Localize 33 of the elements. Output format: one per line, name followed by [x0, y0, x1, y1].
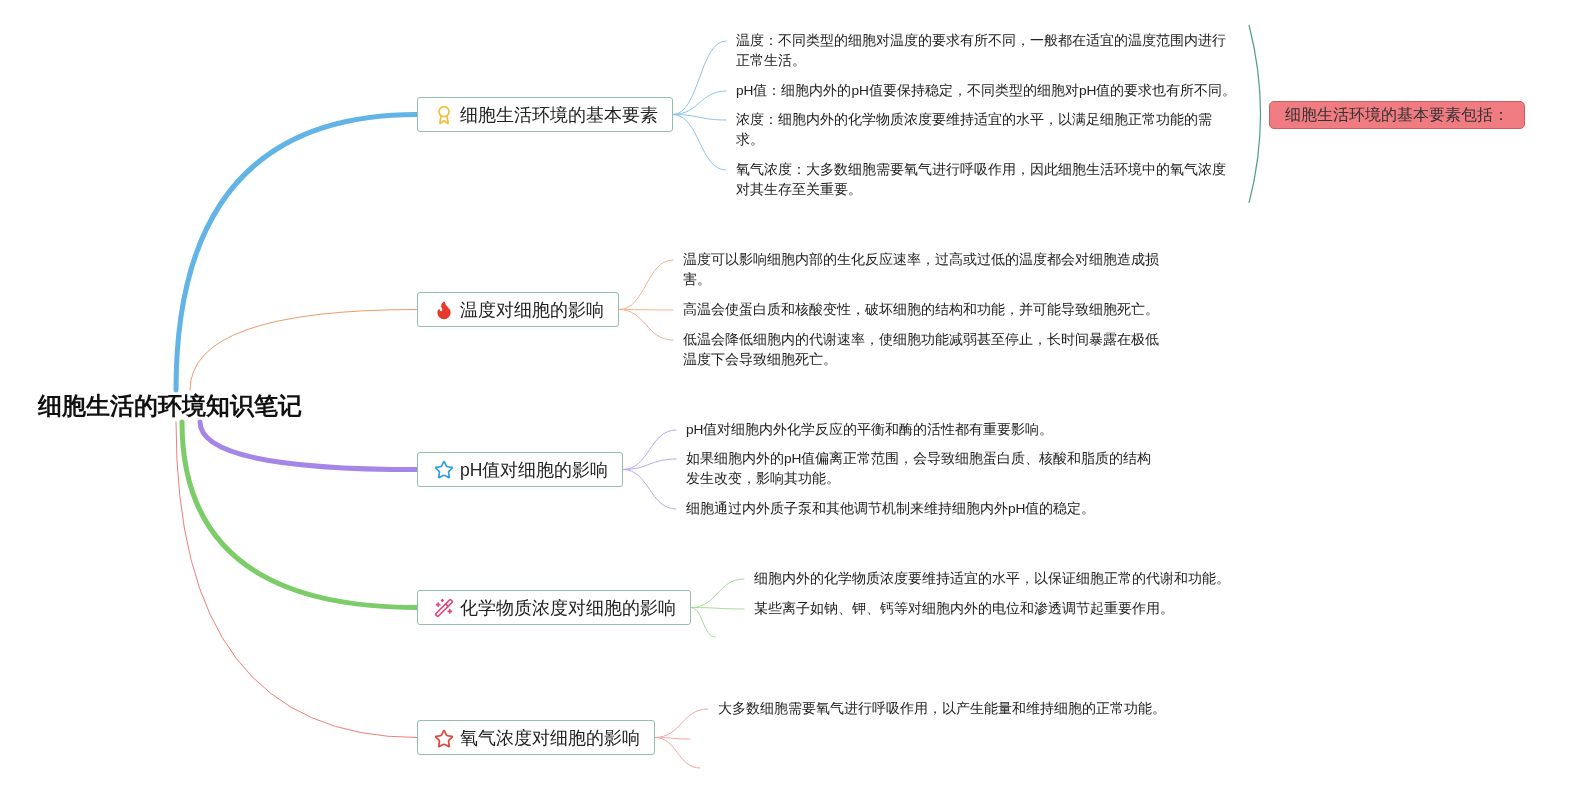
note-text: 细胞通过内外质子泵和其他调节机制来维持细胞内外pH值的稳定。	[686, 499, 1186, 519]
topic-box	[417, 452, 623, 487]
topic-label: 细胞生活环境的基本要素	[460, 103, 658, 127]
branch-line	[672, 114, 727, 171]
note-text: 温度：不同类型的细胞对温度的要求有所不同，一般都在适宜的温度范围内进行正常生活。	[736, 31, 1236, 71]
note-text: 某些离子如钠、钾、钙等对细胞内外的电位和渗透调节起重要作用。	[754, 599, 1254, 619]
note-text: 浓度：细胞内外的化学物质浓度要维持适宜的水平，以满足细胞正常功能的需求。	[736, 110, 1222, 150]
note-text: 高温会使蛋白质和核酸变性，破坏细胞的结构和功能，并可能导致细胞死亡。	[683, 300, 1183, 320]
note-text: 温度可以影响细胞内部的生化反应速率，过高或过低的温度都会对细胞造成损害。	[683, 250, 1159, 290]
topic-box	[417, 97, 673, 132]
branch-line	[618, 309, 674, 341]
topic-label: pH值对细胞的影响	[460, 458, 609, 482]
branch-line	[622, 469, 677, 510]
branch-line	[690, 607, 716, 638]
branch-line	[175, 421, 418, 738]
topic-label: 化学物质浓度对细胞的影响	[460, 596, 676, 620]
note-text: 细胞内外的化学物质浓度要维持适宜的水平，以保证细胞正常的代谢和功能。	[754, 569, 1254, 589]
branch-line	[654, 737, 701, 769]
topic-box	[417, 590, 691, 625]
central-topic: 细胞生活的环境知识笔记	[38, 390, 310, 422]
note-text: pH值：细胞内外的pH值要保持稳定，不同类型的细胞对pH值的要求也有所不同。	[736, 81, 1256, 101]
branch-line	[189, 309, 418, 391]
note-text: 如果细胞内外的pH值偏离正常范围，会导致细胞蛋白质、核酸和脂质的结构发生改变，影响其功能。	[686, 449, 1164, 489]
note-text: 大多数细胞需要氧气进行呼吸作用，以产生能量和维持细胞的正常功能。	[718, 699, 1178, 719]
topic-label: 氧气浓度对细胞的影响	[460, 726, 640, 750]
topic-label: 温度对细胞的影响	[460, 298, 604, 322]
note-text: pH值对细胞内外化学反应的平衡和酶的活性都有重要影响。	[686, 420, 1186, 440]
summary-box: 细胞生活环境的基本要素包括：	[1269, 101, 1525, 129]
note-text: 氧气浓度：大多数细胞需要氧气进行呼吸作用，因此细胞生活环境中的氧气浓度对其生存至关重要。	[736, 160, 1236, 200]
note-text: 低温会降低细胞内的代谢速率，使细胞功能减弱甚至停止，长时间暴露在极低温度下会导致细胞死亡。	[683, 330, 1169, 370]
branch-line	[672, 40, 727, 115]
topic-box	[417, 720, 655, 755]
topic-box	[417, 292, 619, 327]
